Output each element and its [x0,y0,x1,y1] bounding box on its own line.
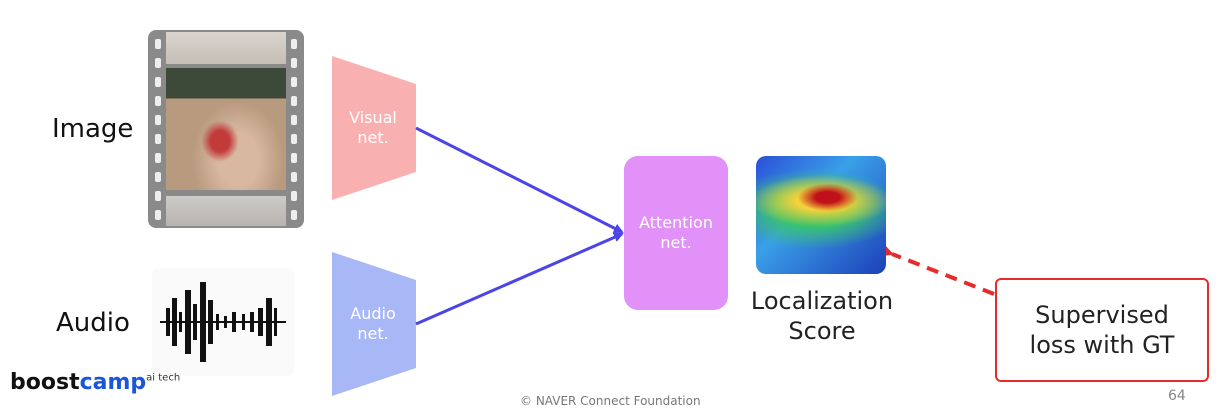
audio-net-trapezoid [332,252,416,396]
visual-to-attention-arrow [415,126,624,234]
visual-net-label: Visual net. [349,108,397,147]
audio-waveform-image [152,268,294,376]
image-input-filmstrip [148,30,304,228]
logo-accent-text: camp [79,370,147,395]
copyright-footer: © NAVER Connect Foundation [520,394,701,408]
film-frame-bottom [166,196,286,226]
audio-label: Audio [56,308,130,338]
logo-sup-text: ai tech [146,372,181,384]
localization-label-line1: Localization [750,287,894,315]
image-label: Image [52,114,134,144]
visual-net-trapezoid [332,56,416,200]
film-frame-main [166,68,286,190]
attention-net-label: Attention net. [639,213,713,252]
localization-label-line2: Score [788,317,856,345]
audio-to-attention-arrow [415,232,624,326]
supervised-label-line2: loss with GT [1029,331,1175,359]
localization-heatmap [756,156,886,274]
supervision-arrow [876,241,995,296]
attention-net-block: Attention net. [624,156,728,310]
logo-main-text: boost [10,370,80,395]
supervised-loss-box: Supervised loss with GT [995,278,1209,382]
audio-net-label: Audio net. [350,304,396,343]
film-frame-top [166,32,286,64]
supervised-label-line1: Supervised [1035,301,1169,329]
boostcamp-logo: boostcampai tech [10,370,180,395]
page-number: 64 [1168,388,1186,404]
localization-score-label: Localization Score [748,286,896,346]
